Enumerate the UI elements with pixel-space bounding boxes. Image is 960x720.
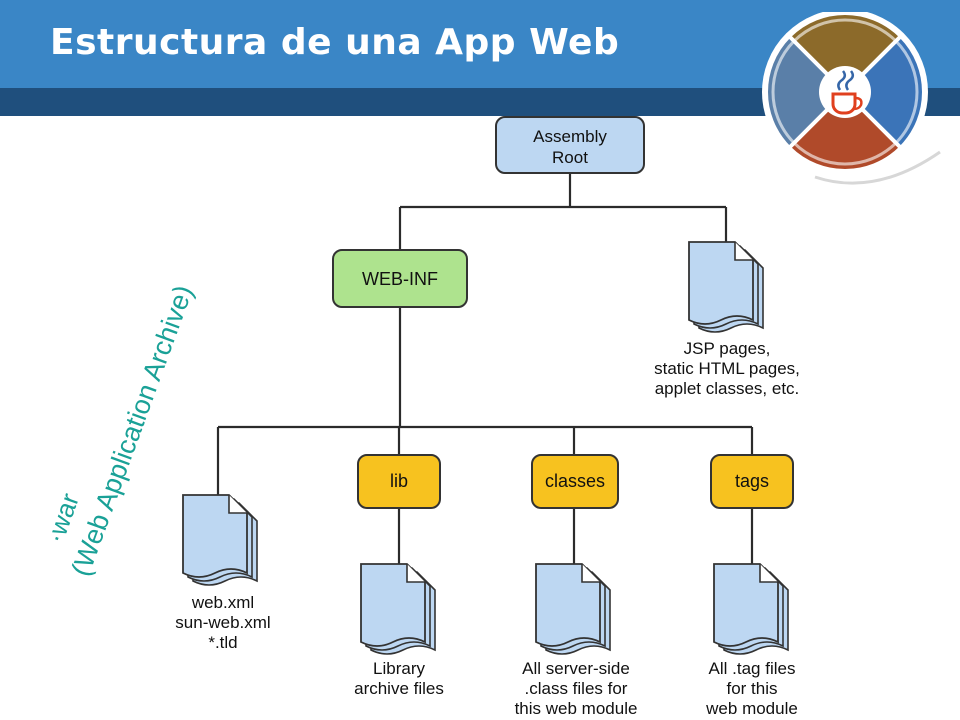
web-inf-label: WEB-INF [362,269,438,289]
web-inf-node: WEB-INF [332,249,468,308]
lib-file-icon [360,563,436,655]
tags-label: tags [735,471,769,491]
tags-file-icon [713,563,789,655]
web-content-caption-line2: static HTML pages, [654,359,800,378]
classes-caption-line1: All server-side [522,659,630,678]
deployment-caption-line2: sun-web.xml [175,613,270,632]
java-coffee-cup-icon [762,12,941,185]
deployment-caption-line1: web.xml [191,593,254,612]
web-content-file-icon [688,241,764,333]
deployment-file-icon [182,494,258,586]
web-content-node: JSP pages, static HTML pages, applet cla… [654,241,800,398]
classes-file-icon [535,563,611,655]
deployment-descriptors-node: web.xml sun-web.xml *.tld [175,494,271,652]
tags-caption-line3: web module [705,699,798,718]
deployment-caption-line3: *.tld [208,633,237,652]
classes-node: classes All server-side .class files for… [515,454,638,718]
classes-caption-line3: this web module [515,699,638,718]
lib-caption-line2: archive files [354,679,444,698]
web-content-caption-line3: applet classes, etc. [655,379,800,398]
web-content-caption-line1: JSP pages, [684,339,771,358]
classes-label: classes [545,471,605,491]
lib-node: lib Library archive files [354,454,444,698]
connector-lines [216,172,754,566]
tags-caption-line2: for this [726,679,777,698]
assembly-root-label-line1: Assembly [533,127,607,146]
tags-caption-line1: All .tag files [709,659,796,678]
assembly-root-node: Assembly Root [495,116,645,174]
lib-label: lib [390,471,408,491]
lib-caption-line1: Library [373,659,425,678]
tags-node: tags All .tag files for this web module [705,454,798,718]
page-title: Estructura de una App Web [50,22,620,63]
classes-caption-line2: .class files for [525,679,628,698]
assembly-root-label-line2: Root [552,148,588,167]
